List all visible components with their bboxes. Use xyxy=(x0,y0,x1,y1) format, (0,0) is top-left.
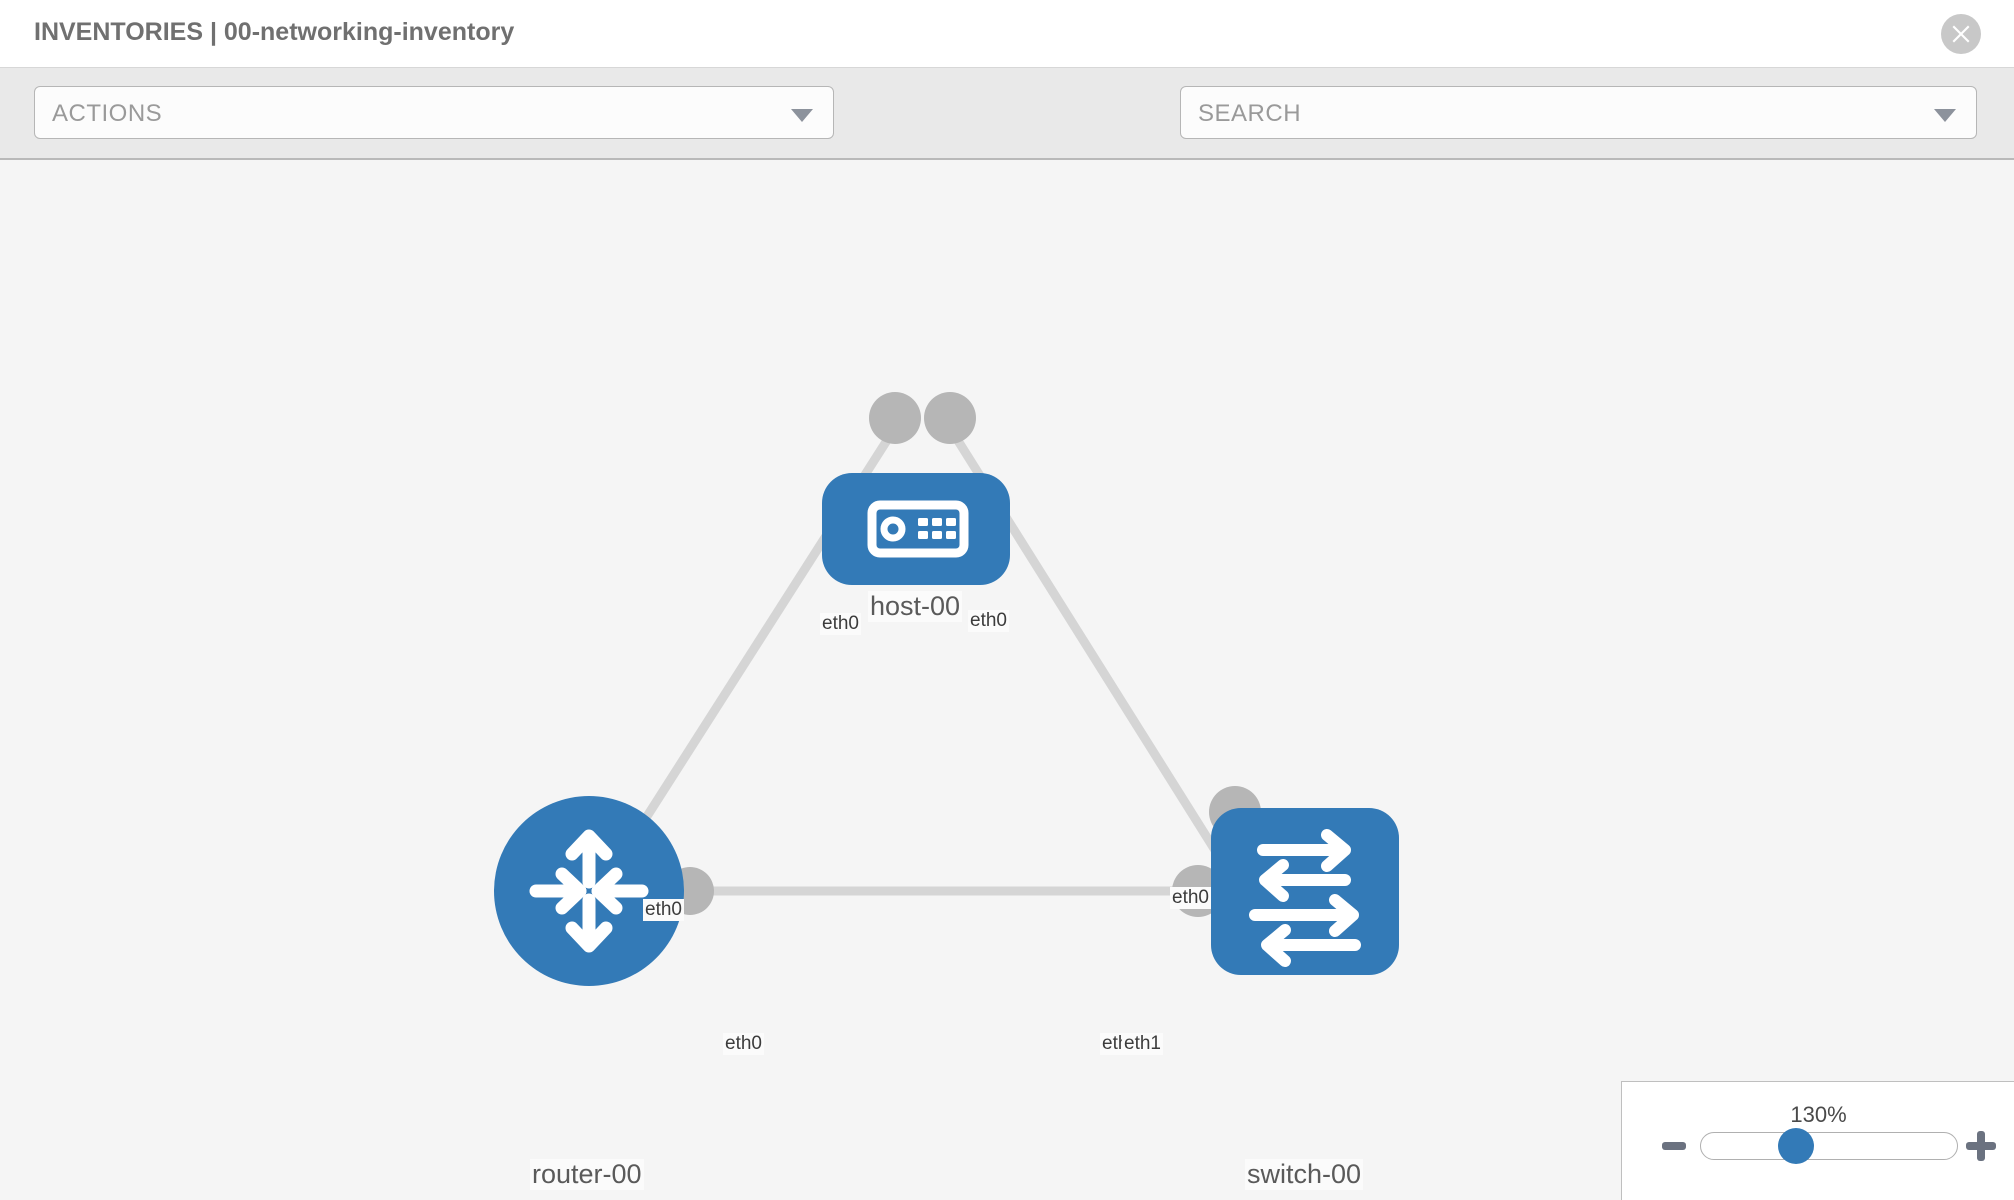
port-host-left xyxy=(869,392,921,444)
page-title: INVENTORIES | 00-networking-inventory xyxy=(34,18,515,46)
zoom-slider-thumb[interactable] xyxy=(1778,1128,1814,1164)
server-icon xyxy=(867,500,969,558)
page-header: INVENTORIES | 00-networking-inventory xyxy=(0,0,2014,68)
iface-label-switch-left-b: eth1 xyxy=(1122,1033,1163,1055)
chevron-down-icon xyxy=(1934,109,1956,122)
zoom-out-button[interactable] xyxy=(1662,1142,1686,1150)
zoom-control-panel: 130% xyxy=(1621,1081,2014,1200)
router-icon xyxy=(529,829,649,953)
toolbar: ACTIONS SEARCH xyxy=(0,68,2014,204)
search-input[interactable]: SEARCH xyxy=(1180,86,1977,139)
node-switch-00 xyxy=(1211,808,1399,975)
node-host-00 xyxy=(822,473,1010,585)
node-label-switch-00: switch-00 xyxy=(1245,1159,1364,1190)
zoom-slider-track[interactable] xyxy=(1700,1132,1958,1160)
topology-canvas[interactable]: eth0 host-00 eth0 eth0 eth0 eth0 eth eth… xyxy=(0,160,2014,1200)
close-icon xyxy=(1952,25,1970,43)
chevron-down-icon xyxy=(791,109,813,122)
server-icon-details xyxy=(880,516,956,542)
zoom-level-value: 130% xyxy=(1790,1102,1847,1127)
topology-graph xyxy=(494,392,1399,986)
actions-dropdown[interactable]: ACTIONS xyxy=(34,86,834,139)
zoom-in-button[interactable] xyxy=(1966,1131,1996,1161)
node-label-host-00: host-00 xyxy=(868,591,963,622)
node-label-router-00: router-00 xyxy=(530,1159,644,1190)
actions-label: ACTIONS xyxy=(52,100,163,127)
search-placeholder: SEARCH xyxy=(1198,100,1302,127)
iface-label-router-right: eth0 xyxy=(723,1033,764,1055)
iface-label-host-left: eth0 xyxy=(820,613,861,635)
switch-icon xyxy=(1249,829,1361,967)
iface-label-switch-up: eth0 xyxy=(1170,887,1211,909)
iface-label-host-right: eth0 xyxy=(968,610,1009,632)
iface-label-router-up: eth0 xyxy=(643,899,684,921)
close-button[interactable] xyxy=(1941,14,1981,54)
node-router-00 xyxy=(494,796,684,986)
port-host-right xyxy=(924,392,976,444)
